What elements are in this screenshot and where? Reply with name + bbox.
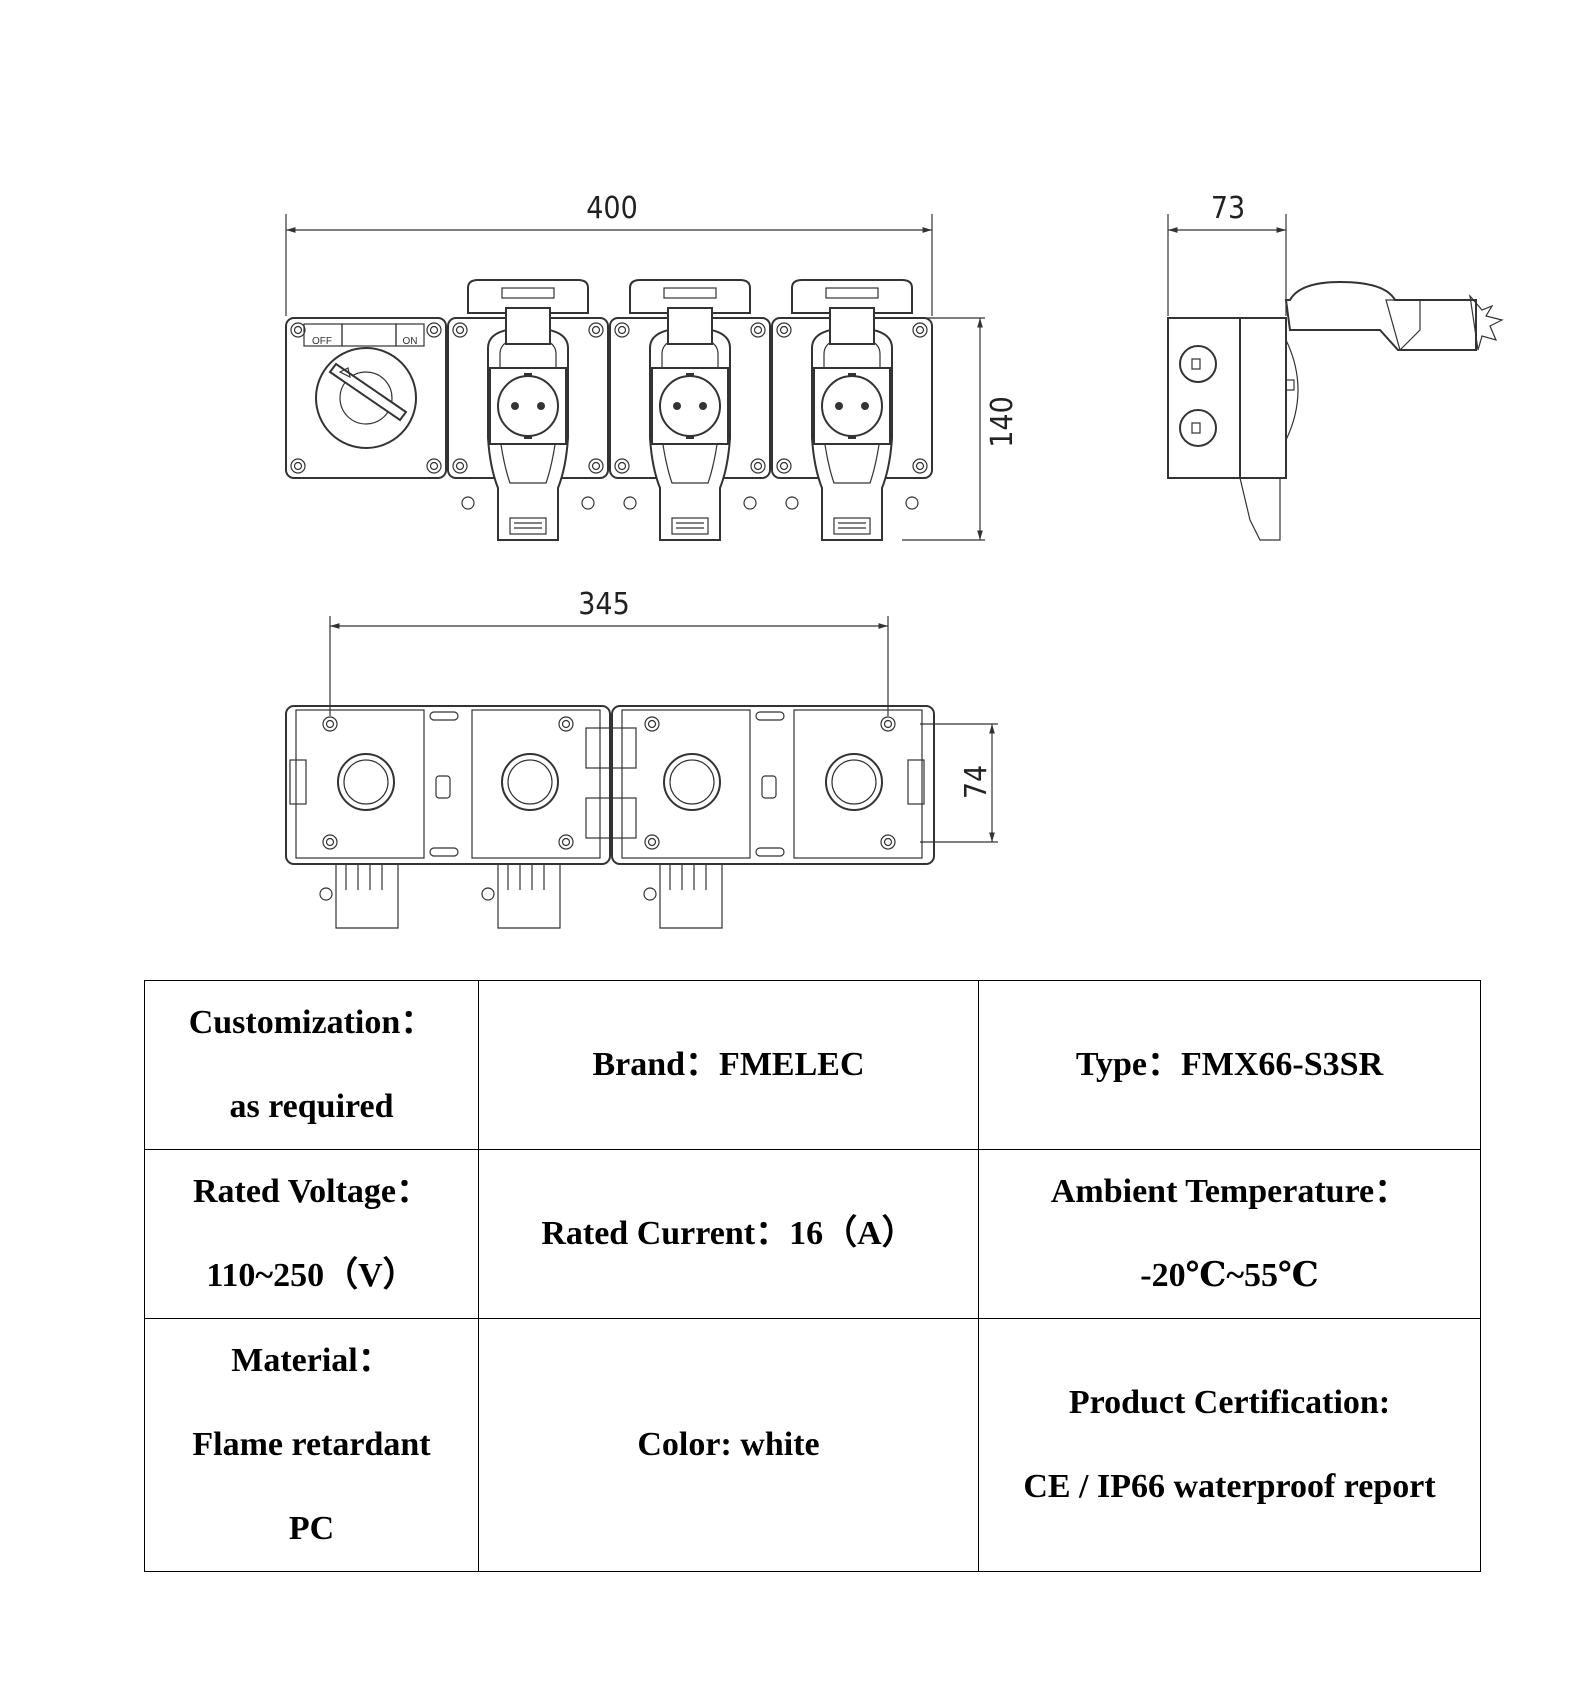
material-value-line1: Flame retardant: [192, 1426, 431, 1463]
material-label: Material：: [231, 1342, 392, 1379]
front-view: 400 140 OFF ON: [285, 191, 1020, 540]
dimension-front-width: 400: [586, 191, 638, 226]
switch-on-label: ON: [403, 336, 418, 347]
current-cell: Rated Current：16（A）: [478, 1149, 979, 1319]
certification-label: Product Certification:: [1068, 1384, 1391, 1421]
type-cell: Type：FMX66-S3SR: [978, 980, 1481, 1150]
type-text: Type：FMX66-S3SR: [1075, 1046, 1384, 1083]
dimension-front-height: 140: [985, 396, 1020, 448]
spec-row-3: Material： Flame retardant PC Color: whit…: [144, 1318, 1481, 1572]
spec-table: Customization： as required Brand：FMELEC …: [144, 980, 1481, 1572]
socket-module-2: [610, 280, 770, 540]
brand-text: Brand：FMELEC: [592, 1046, 865, 1083]
temperature-cell: Ambient Temperature： -20℃~55℃: [978, 1149, 1481, 1319]
voltage-cell: Rated Voltage： 110~250（V）: [144, 1149, 479, 1319]
temperature-value: -20℃~55℃: [1140, 1257, 1319, 1294]
certification-cell: Product Certification: CE / IP66 waterpr…: [978, 1318, 1481, 1572]
temperature-label: Ambient Temperature：: [1050, 1173, 1409, 1210]
brand-cell: Brand：FMELEC: [478, 980, 979, 1150]
side-view: 73: [1167, 191, 1504, 541]
customization-value: as required: [229, 1088, 394, 1125]
rotary-switch-module: OFF ON: [285, 317, 447, 479]
spec-row-1: Customization： as required Brand：FMELEC …: [144, 980, 1481, 1150]
socket-module-3: [772, 280, 932, 540]
voltage-value: 110~250（V）: [206, 1257, 417, 1294]
dimension-back-height: 74: [959, 765, 994, 799]
customization-cell: Customization： as required: [144, 980, 479, 1150]
dimension-back-width: 345: [578, 587, 630, 622]
color-cell: Color: white: [478, 1318, 979, 1572]
switch-off-label: OFF: [312, 336, 332, 347]
socket-module-1: [448, 280, 608, 540]
back-view: 345 74: [285, 587, 998, 929]
material-value-line2: PC: [288, 1510, 335, 1547]
voltage-label: Rated Voltage：: [192, 1173, 431, 1210]
spec-row-2: Rated Voltage： 110~250（V） Rated Current：…: [144, 1149, 1481, 1319]
material-cell: Material： Flame retardant PC: [144, 1318, 479, 1572]
certification-value: CE / IP66 waterproof report: [1023, 1468, 1436, 1505]
color-text: Color: white: [637, 1426, 820, 1463]
technical-drawing: 400 140 OFF ON: [285, 191, 1504, 929]
dimension-side-depth: 73: [1211, 191, 1245, 226]
current-text: Rated Current：16（A）: [541, 1215, 916, 1252]
customization-label: Customization：: [188, 1004, 435, 1041]
